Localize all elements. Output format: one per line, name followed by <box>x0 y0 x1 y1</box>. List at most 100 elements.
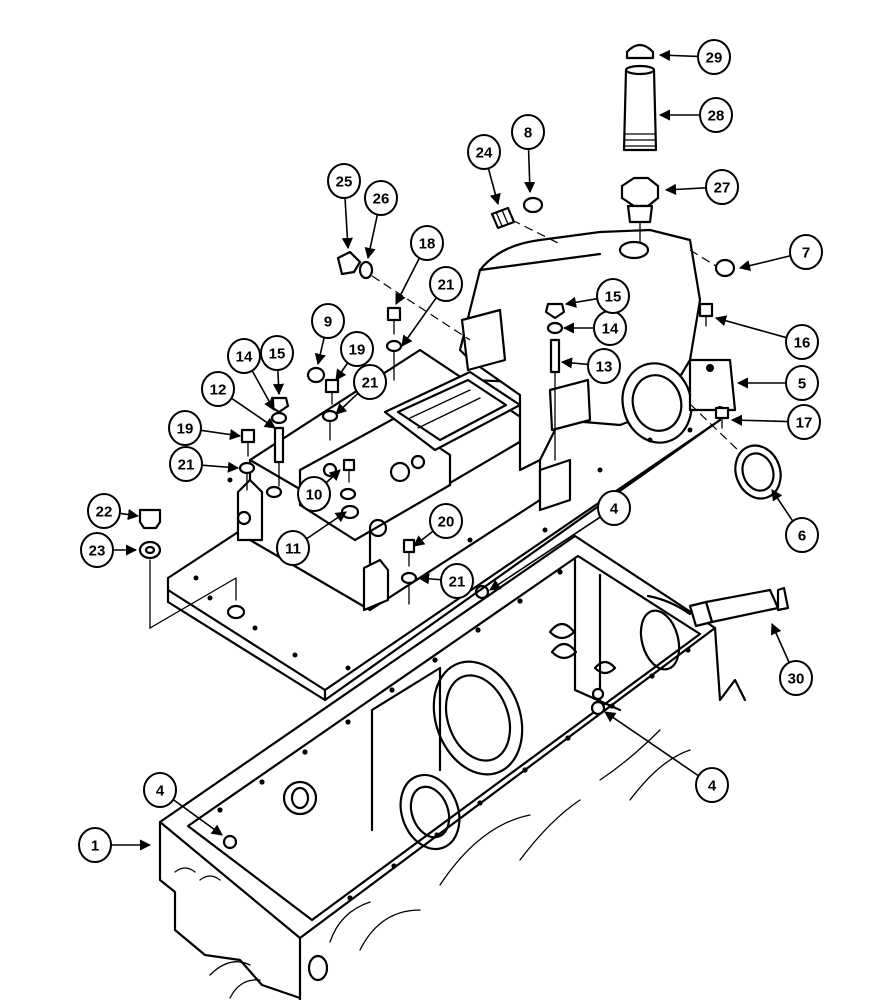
callout-number: 14 <box>236 349 253 366</box>
callout-27: 27 <box>664 169 739 205</box>
callout-number: 7 <box>802 245 810 262</box>
callout-number: 30 <box>788 671 805 688</box>
callout-4: 4 <box>604 711 729 803</box>
callout-17: 17 <box>730 404 821 440</box>
callout-circle <box>587 348 621 384</box>
callout-number: 17 <box>796 415 813 432</box>
callout-number: 18 <box>419 236 436 253</box>
callout-number: 29 <box>706 50 723 67</box>
callout-number: 25 <box>336 174 353 191</box>
small-parts <box>138 43 790 630</box>
callout-circle <box>597 490 631 526</box>
callout-4: 4 <box>143 772 223 836</box>
callout-7: 7 <box>738 234 823 272</box>
callout-leader-arrow <box>251 369 275 411</box>
callout-leader-arrow <box>730 414 789 426</box>
callout-number: 21 <box>178 457 195 474</box>
callout-leader-arrow <box>172 798 223 836</box>
callout-12: 12 <box>201 371 276 429</box>
callout-number: 5 <box>798 376 806 393</box>
callout-leader-arrow <box>564 296 598 308</box>
callout-circle <box>227 338 261 374</box>
callout-15: 15 <box>260 335 294 396</box>
callout-13: 13 <box>560 348 621 384</box>
callout-circle <box>327 163 361 199</box>
callout-29: 29 <box>658 39 731 75</box>
callout-number: 26 <box>373 191 390 208</box>
callout-circle <box>785 324 819 360</box>
callout-26: 26 <box>364 180 398 260</box>
callout-5: 5 <box>736 365 819 401</box>
callout-number: 9 <box>324 314 332 331</box>
callout-21: 21 <box>401 266 463 347</box>
callout-circle <box>297 476 331 512</box>
callout-8: 8 <box>511 114 545 194</box>
callout-leader-arrow <box>413 530 434 547</box>
callout-circle <box>201 371 235 407</box>
callout-leader-arrow <box>395 256 421 305</box>
callout-number: 20 <box>438 514 455 531</box>
callout-21: 21 <box>169 446 240 482</box>
callout-4: 4 <box>489 490 631 591</box>
callout-circle <box>511 114 545 150</box>
callout-leader-arrow <box>489 516 602 591</box>
callout-circle <box>699 97 733 133</box>
callout-leader-arrow <box>341 196 353 250</box>
callout-circle <box>353 364 387 400</box>
callout-number: 15 <box>269 346 286 363</box>
callout-number: 12 <box>210 382 227 399</box>
callout-circle <box>340 331 374 367</box>
callout-leader-arrow <box>487 167 501 206</box>
callout-circle <box>467 134 501 170</box>
callouts: 1444567891011121314141515161718191920212… <box>78 39 823 863</box>
callout-28: 28 <box>658 97 733 133</box>
callout-number: 19 <box>177 421 194 438</box>
callout-leader-arrow <box>560 357 589 369</box>
callout-circle <box>143 772 177 808</box>
callout-circle <box>260 335 294 371</box>
callout-circle <box>78 827 112 863</box>
callout-number: 10 <box>306 487 323 504</box>
callout-21: 21 <box>335 364 387 415</box>
callout-leader-arrow <box>401 296 438 347</box>
callout-leader-arrow <box>658 49 699 61</box>
callout-11: 11 <box>276 511 347 566</box>
callout-number: 19 <box>349 342 366 359</box>
callout-number: 4 <box>610 501 619 518</box>
callout-circle <box>697 39 731 75</box>
callout-leader-arrow <box>417 573 442 585</box>
callout-19: 19 <box>168 410 242 446</box>
callout-leader-arrow <box>335 392 359 415</box>
callout-leader-arrow <box>314 336 326 366</box>
callout-9: 9 <box>311 303 345 366</box>
callout-number: 21 <box>449 574 466 591</box>
callout-circle <box>87 493 121 529</box>
callout-number: 6 <box>798 528 806 545</box>
callout-number: 13 <box>596 359 613 376</box>
callout-circle <box>779 660 813 696</box>
callout-number: 15 <box>605 289 622 306</box>
callout-circle <box>787 404 821 440</box>
callout-circle <box>429 266 463 302</box>
callout-19: 19 <box>335 331 374 381</box>
callout-circle <box>169 446 203 482</box>
callout-number: 27 <box>714 180 731 197</box>
callout-circle <box>168 410 202 446</box>
callout-6: 6 <box>771 489 819 553</box>
callout-leader-arrow <box>604 711 700 777</box>
callout-leader-arrow <box>664 183 707 196</box>
callout-1: 1 <box>78 827 152 863</box>
callout-leader-arrow <box>200 429 242 441</box>
callout-number: 11 <box>285 541 301 558</box>
callout-number: 28 <box>708 108 725 125</box>
callout-circle <box>80 532 114 568</box>
callout-23: 23 <box>80 532 138 568</box>
callout-10: 10 <box>297 469 341 512</box>
callout-24: 24 <box>467 134 501 206</box>
callout-leader-arrow <box>524 147 536 194</box>
callout-leader-arrow <box>119 508 140 521</box>
callout-15: 15 <box>564 278 630 314</box>
callout-21: 21 <box>417 563 474 599</box>
